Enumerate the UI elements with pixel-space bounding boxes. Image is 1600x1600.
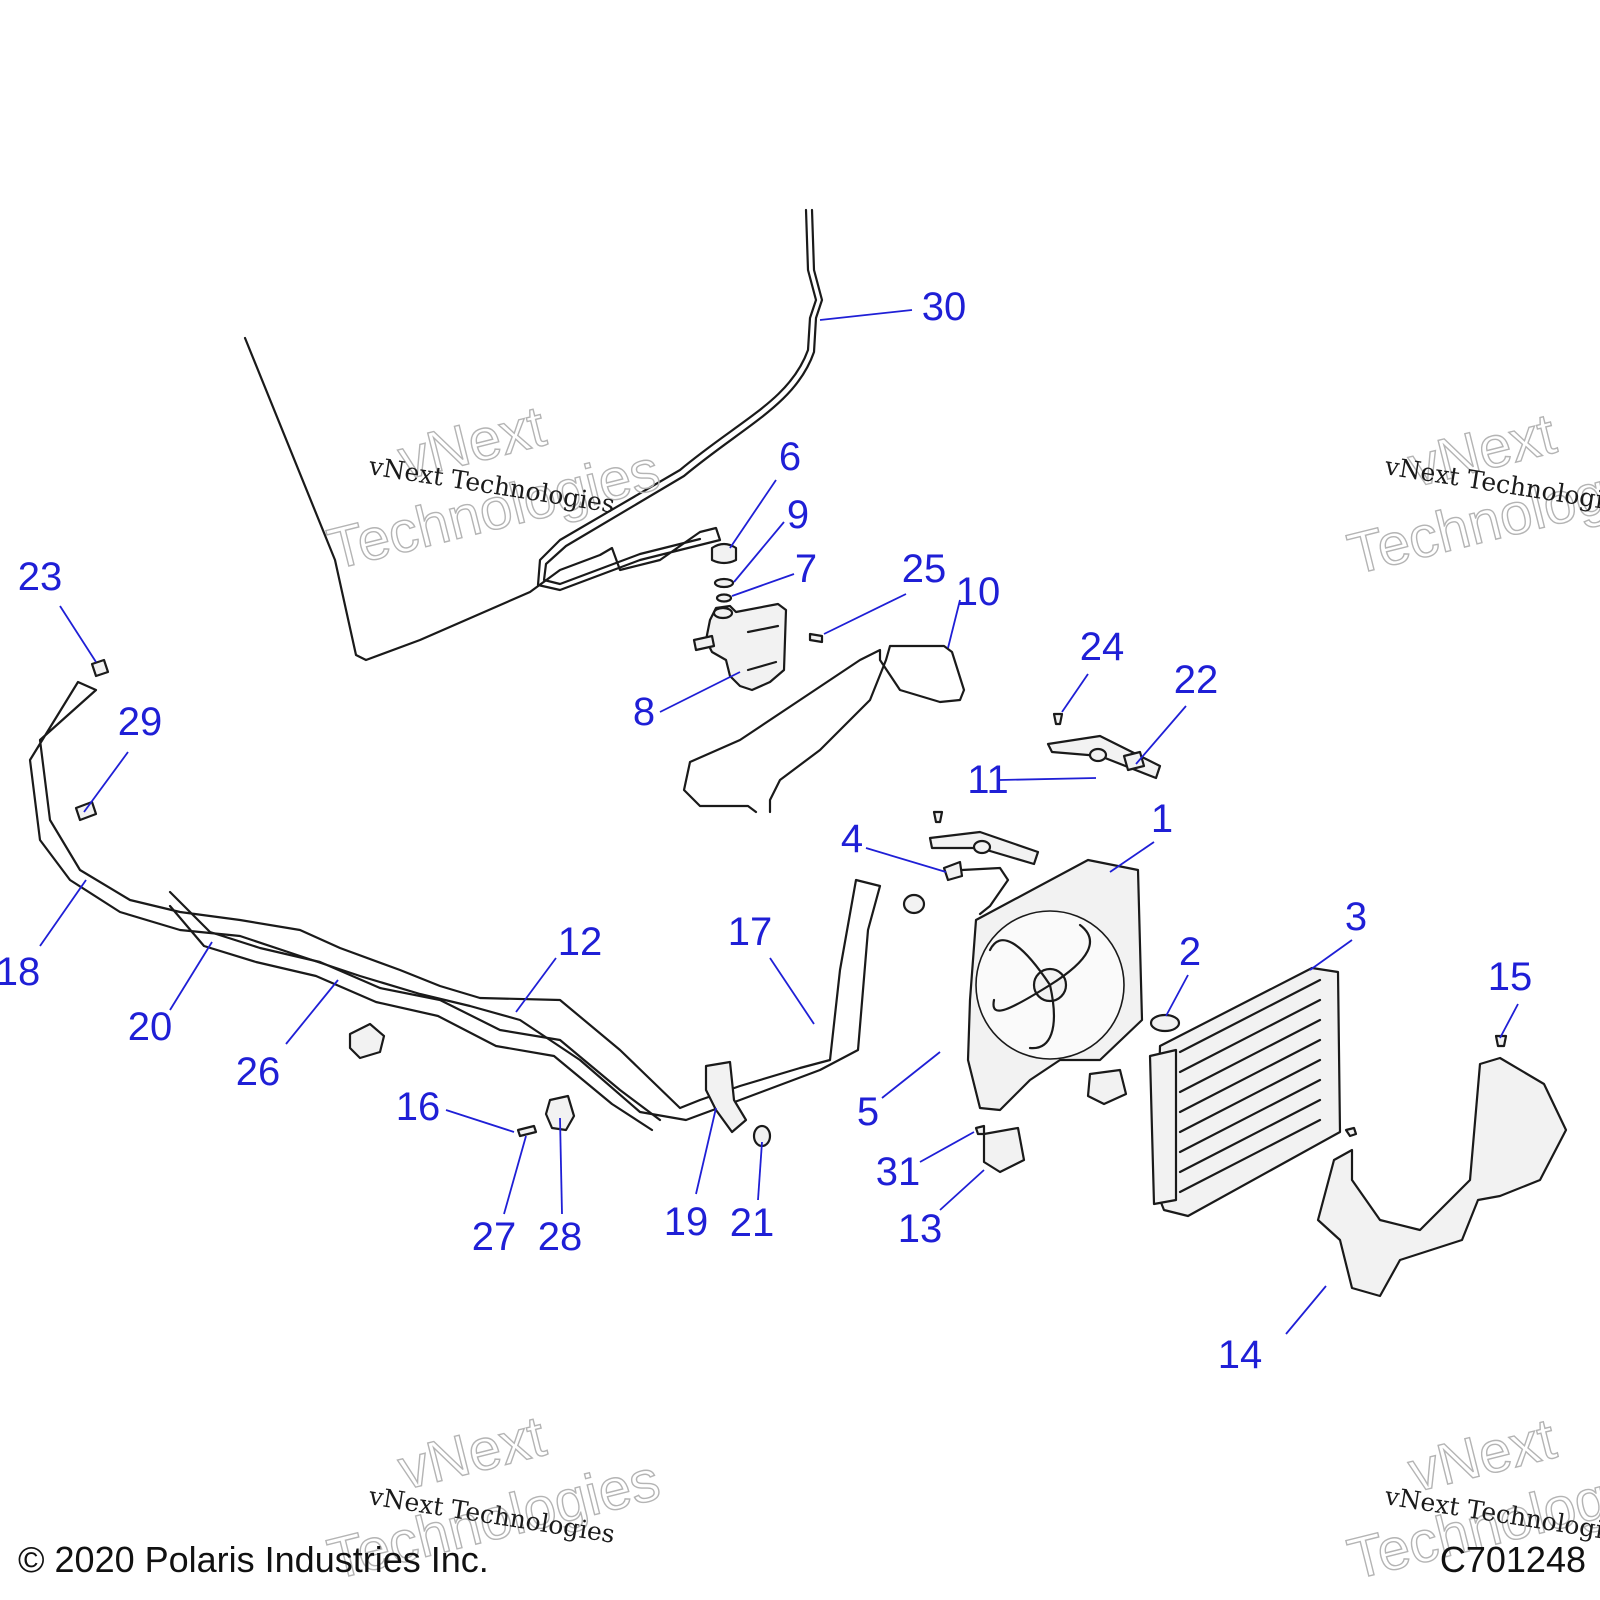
leader-line-13 bbox=[939, 1169, 985, 1211]
leader-line-1 bbox=[1109, 841, 1155, 873]
leader-line-19 bbox=[695, 1107, 717, 1195]
callout-label-9: 9 bbox=[787, 493, 809, 537]
leader-line-15 bbox=[1499, 1003, 1519, 1039]
callout-label-2: 2 bbox=[1179, 930, 1201, 974]
callout-label-26: 26 bbox=[236, 1050, 281, 1094]
leader-line-14 bbox=[1285, 1285, 1327, 1335]
leader-line-30 bbox=[819, 309, 913, 321]
leader-line-4 bbox=[865, 847, 947, 873]
vent-line-part bbox=[243, 208, 824, 662]
callout-label-13: 13 bbox=[898, 1207, 943, 1251]
leader-line-16 bbox=[445, 1109, 515, 1133]
reservoir-cap-part bbox=[710, 542, 738, 603]
hose-clamp-part bbox=[752, 893, 926, 1148]
callout-label-28: 28 bbox=[538, 1215, 583, 1259]
callout-label-24: 24 bbox=[1080, 625, 1125, 669]
callout-label-6: 6 bbox=[779, 435, 801, 479]
callout-label-23: 23 bbox=[18, 555, 63, 599]
callout-label-7: 7 bbox=[795, 547, 817, 591]
clamp-part bbox=[74, 658, 576, 1138]
callout-label-16: 16 bbox=[396, 1085, 441, 1129]
leader-line-3 bbox=[1309, 939, 1353, 971]
leader-line-6 bbox=[729, 479, 777, 549]
callout-label-22: 22 bbox=[1174, 658, 1219, 702]
radiator-cap-part bbox=[1149, 1013, 1181, 1033]
leader-line-24 bbox=[1061, 673, 1089, 713]
leader-line-12 bbox=[515, 957, 557, 1013]
leader-line-21 bbox=[757, 1141, 763, 1201]
screw-part bbox=[808, 632, 824, 644]
callout-label-29: 29 bbox=[118, 700, 163, 744]
leader-line-22 bbox=[1135, 705, 1187, 765]
fan-shroud-part bbox=[966, 858, 1144, 1112]
leader-line-31 bbox=[919, 1131, 975, 1163]
elbow-hose-part bbox=[704, 1060, 748, 1134]
callout-label-8: 8 bbox=[633, 690, 655, 734]
leader-line-8 bbox=[659, 671, 741, 713]
coolant-reservoir-part bbox=[692, 602, 788, 692]
callout-label-25: 25 bbox=[902, 547, 947, 591]
leader-line-23 bbox=[59, 605, 97, 663]
callout-label-10: 10 bbox=[956, 570, 1001, 614]
leader-line-10 bbox=[947, 599, 961, 649]
callout-label-21: 21 bbox=[730, 1201, 775, 1245]
leader-line-7 bbox=[731, 573, 795, 597]
callout-label-4: 4 bbox=[841, 817, 863, 861]
leader-line-11 bbox=[999, 777, 1097, 781]
radiator-part bbox=[1148, 966, 1342, 1218]
mount-bracket-part bbox=[928, 712, 1162, 866]
air-deflector-part bbox=[1316, 1034, 1568, 1298]
leader-line-2 bbox=[1165, 974, 1189, 1017]
leader-line-27 bbox=[503, 1135, 527, 1215]
copyright-text: © 2020 Polaris Industries Inc. bbox=[18, 1539, 489, 1580]
callout-label-27: 27 bbox=[472, 1215, 517, 1259]
callout-label-31: 31 bbox=[876, 1150, 921, 1194]
leader-line-17 bbox=[769, 957, 815, 1025]
callout-label-20: 20 bbox=[128, 1005, 173, 1049]
bracket-part bbox=[974, 1068, 1128, 1174]
leader-line-29 bbox=[83, 751, 129, 813]
callout-label-11: 11 bbox=[967, 758, 1009, 802]
fan-connector-part bbox=[942, 860, 1010, 916]
callout-label-5: 5 bbox=[857, 1090, 879, 1134]
coolant-tube-part bbox=[28, 680, 882, 1132]
callout-label-18: 18 bbox=[0, 950, 40, 994]
leader-line-9 bbox=[733, 521, 785, 583]
callout-layer: 1234567891011121314151617181920212223242… bbox=[0, 285, 1532, 1377]
callout-label-3: 3 bbox=[1345, 895, 1367, 939]
leader-line-28 bbox=[559, 1117, 563, 1215]
callout-label-30: 30 bbox=[922, 285, 967, 329]
watermark-group: vNextTechnologies vNext Technologies vNe… bbox=[321, 393, 1600, 1593]
callout-label-15: 15 bbox=[1488, 955, 1533, 999]
callout-label-1: 1 bbox=[1151, 797, 1173, 841]
overflow-hose-part bbox=[682, 644, 966, 814]
callout-label-19: 19 bbox=[664, 1200, 709, 1244]
leader-line-25 bbox=[823, 593, 907, 635]
leader-line-20 bbox=[169, 941, 213, 1011]
callout-label-14: 14 bbox=[1218, 1333, 1263, 1377]
leader-line-5 bbox=[881, 1051, 941, 1099]
leader-line-26 bbox=[285, 979, 339, 1045]
figure-id: C701248 bbox=[1440, 1539, 1586, 1580]
callout-label-12: 12 bbox=[558, 920, 603, 964]
callout-label-17: 17 bbox=[728, 910, 773, 954]
leader-line-18 bbox=[39, 879, 87, 947]
